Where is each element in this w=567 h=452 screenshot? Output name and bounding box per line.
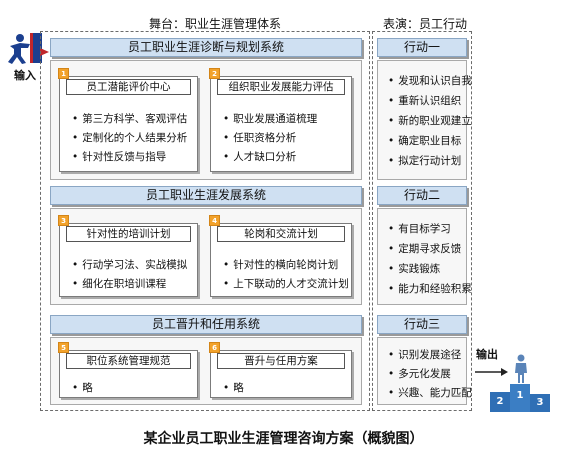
card-promotion-plan: 6 晋升与任用方案 略 xyxy=(209,342,352,398)
action-1-title: 行动一 xyxy=(377,38,467,57)
card-number-badge: 5 xyxy=(58,342,69,353)
action-3-panel: 识别发展途径 多元化发展 兴趣、能力匹配 xyxy=(377,337,472,405)
stage-header: 舞台：职业生涯管理体系 xyxy=(148,17,281,31)
podium-third: 3 xyxy=(530,394,550,412)
card-training-plan: 3 针对性的培训计划 行动学习法、实战模拟 细化在职培训课程 xyxy=(58,215,198,297)
card-title: 组织职业发展能力评估 xyxy=(217,79,345,95)
card-number-badge: 3 xyxy=(58,215,69,226)
performance-header: 表演：员工行动 xyxy=(382,17,467,31)
card-item: 针对性反馈与指导 xyxy=(72,149,193,164)
action-2-panel: 有目标学习 定期寻求反馈 实践锻炼 能力和经验积累 xyxy=(377,208,472,305)
card-item: 定制化的个人结果分析 xyxy=(72,130,193,145)
action-item: 定期寻求反馈 xyxy=(388,241,462,256)
action-item: 确定职业目标 xyxy=(388,133,462,148)
action-item: 新的职业观建立 xyxy=(388,113,472,128)
card-number-badge: 2 xyxy=(209,68,220,79)
podium-first: 1 xyxy=(510,384,530,412)
action-1-panel: 发现和认识自我 重新认识组织 新的职业观建立 确定职业目标 拟定行动计划 xyxy=(377,60,472,180)
actions-container xyxy=(372,31,472,411)
action-item: 能力和经验积累 xyxy=(388,281,472,296)
card-item: 人才缺口分析 xyxy=(223,149,347,164)
action-item: 多元化发展 xyxy=(388,366,462,381)
card-employee-potential: 1 员工潜能评价中心 第三方科学、客观评估 定制化的个人结果分析 针对性反馈与指… xyxy=(58,68,198,172)
action-item: 拟定行动计划 xyxy=(388,153,462,168)
diagram-caption: 某企业员工职业生涯管理咨询方案（概貌图） xyxy=(143,431,424,447)
card-title: 员工潜能评价中心 xyxy=(66,79,191,95)
action-item: 兴趣、能力匹配 xyxy=(388,385,472,400)
action-3-title: 行动三 xyxy=(377,315,467,334)
input-figure-icon xyxy=(6,32,46,66)
action-item: 识别发展途径 xyxy=(388,347,462,362)
card-item: 上下联动的人才交流计划 xyxy=(223,276,349,291)
output-label: 输出 xyxy=(476,348,498,361)
output-arrow-icon xyxy=(475,362,509,376)
system-1-title: 员工职业生涯诊断与规划系统 xyxy=(50,38,362,57)
card-rotation-plan: 4 轮岗和交流计划 针对性的横向轮岗计划 上下联动的人才交流计划 xyxy=(209,215,352,297)
action-2-title: 行动二 xyxy=(377,186,467,205)
card-item: 略 xyxy=(223,380,347,395)
card-title: 职位系统管理规范 xyxy=(66,353,191,369)
card-item: 行动学习法、实战模拟 xyxy=(72,257,193,272)
card-position-system: 5 职位系统管理规范 略 xyxy=(58,342,198,398)
stage-container xyxy=(40,31,370,411)
card-title: 晋升与任用方案 xyxy=(217,353,345,369)
input-arrow-icon xyxy=(40,42,50,56)
card-org-capability: 2 组织职业发展能力评估 职业发展通道梳理 任职资格分析 人才缺口分析 xyxy=(209,68,352,172)
input-label: 输入 xyxy=(14,69,36,82)
action-item: 实践锻炼 xyxy=(388,261,462,276)
card-title: 针对性的培训计划 xyxy=(66,226,191,242)
winner-figure-icon xyxy=(512,354,530,384)
card-item: 略 xyxy=(72,380,193,395)
system-3-title: 员工晋升和任用系统 xyxy=(50,315,362,334)
podium-second: 2 xyxy=(490,392,510,412)
card-number-badge: 4 xyxy=(209,215,220,226)
card-item: 细化在职培训课程 xyxy=(72,276,193,291)
card-number-badge: 6 xyxy=(209,342,220,353)
card-item: 职业发展通道梳理 xyxy=(223,111,347,126)
card-number-badge: 1 xyxy=(58,68,69,79)
card-title: 轮岗和交流计划 xyxy=(217,226,345,242)
card-item: 任职资格分析 xyxy=(223,130,347,145)
card-item: 针对性的横向轮岗计划 xyxy=(223,257,347,272)
action-item: 有目标学习 xyxy=(388,221,462,236)
action-item: 重新认识组织 xyxy=(388,93,462,108)
card-item: 第三方科学、客观评估 xyxy=(72,111,193,126)
system-2-title: 员工职业生涯发展系统 xyxy=(50,186,362,205)
action-item: 发现和认识自我 xyxy=(388,73,472,88)
